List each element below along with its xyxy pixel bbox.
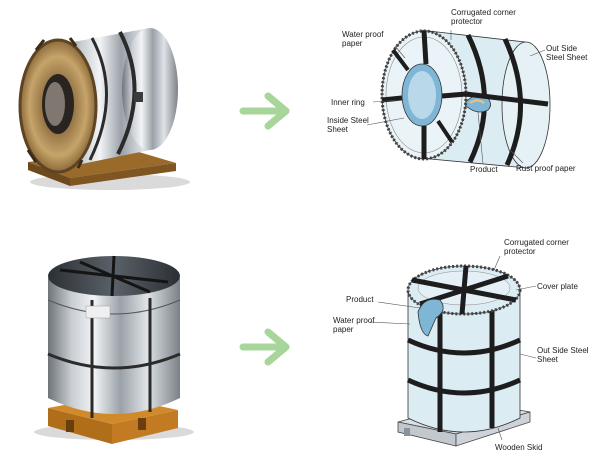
label-water-proof-paper-bottom: Water proof paper <box>333 316 375 334</box>
label-out-side-steel-sheet-top: Out Side Steel Sheet <box>546 44 588 62</box>
right-arrow-icon <box>239 328 290 366</box>
product-cutout <box>417 298 444 337</box>
label-cover-plate: Cover plate <box>537 282 578 291</box>
label-corrugated-corner-protector-bottom: Corrugated corner protector <box>504 238 569 256</box>
coil-photo-vertical <box>34 255 194 444</box>
coil-diagram-horizontal <box>366 29 551 169</box>
label-product-bottom: Product <box>346 295 374 304</box>
label-corrugated-corner-protector-top: Corrugated corner protector <box>451 8 516 26</box>
label-wooden-skid: Wooden Skid <box>495 443 543 452</box>
coil-photo-horizontal <box>18 28 190 190</box>
right-arrow-icon <box>239 92 290 130</box>
label-water-proof-paper-top: Water proof paper <box>342 30 384 48</box>
coil-diagram-vertical <box>369 255 537 447</box>
label-inside-steel-sheet: Inside Steel Sheet <box>327 116 369 134</box>
label-inner-ring: Inner ring <box>331 98 365 107</box>
label-product-top: Product <box>470 165 498 174</box>
label-out-side-steel-sheet-bottom: Out Side Steel Sheet <box>537 346 589 364</box>
label-rust-proof-paper: Rust proof paper <box>516 164 576 173</box>
vertical-coil-body <box>48 278 180 414</box>
